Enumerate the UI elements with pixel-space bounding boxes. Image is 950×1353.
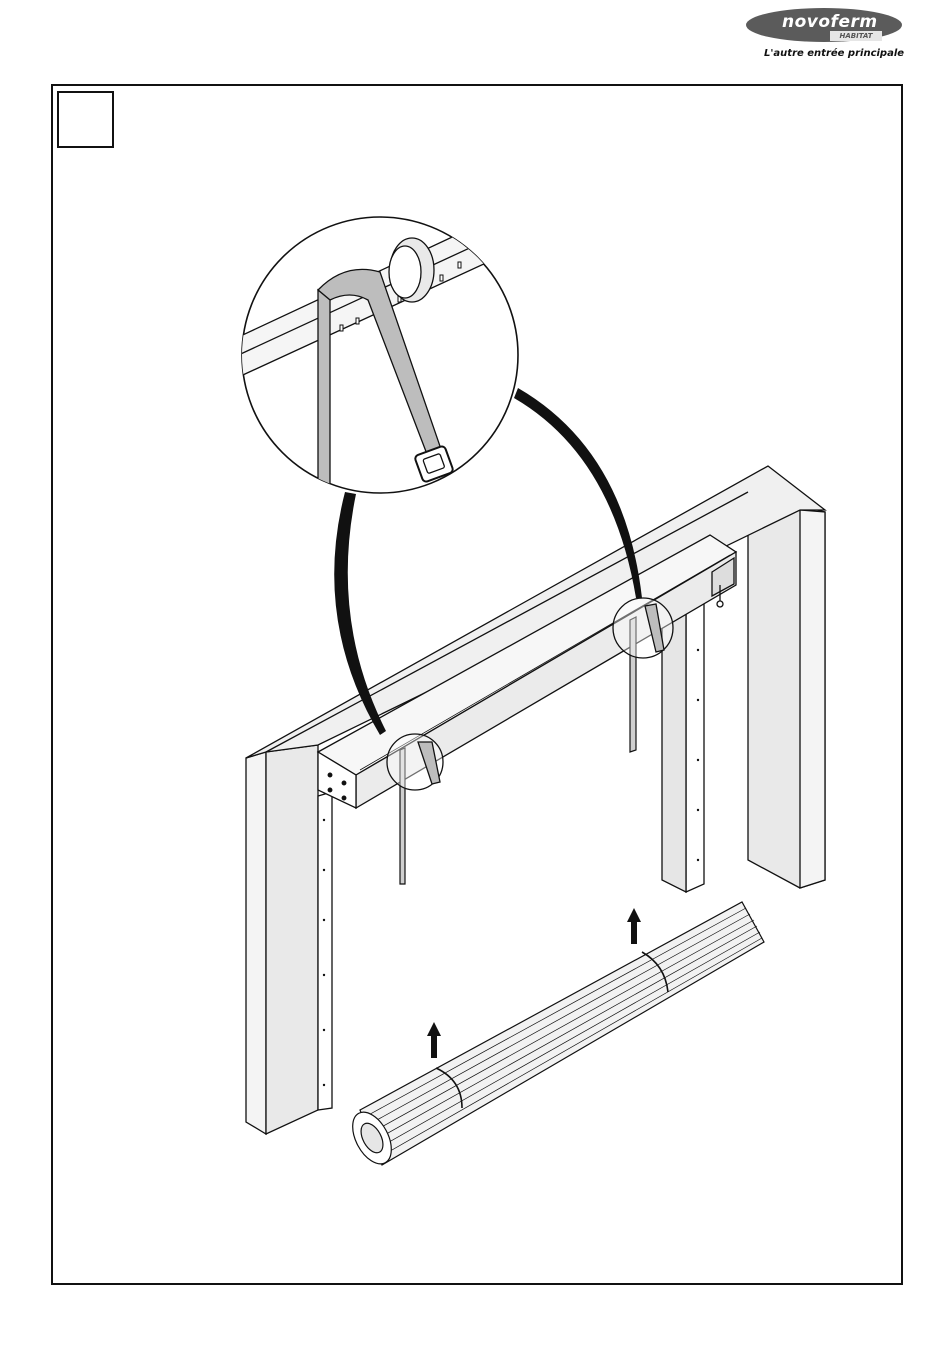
- strap-detail-zoom: [232, 210, 525, 500]
- rolled-shutter: [345, 902, 764, 1170]
